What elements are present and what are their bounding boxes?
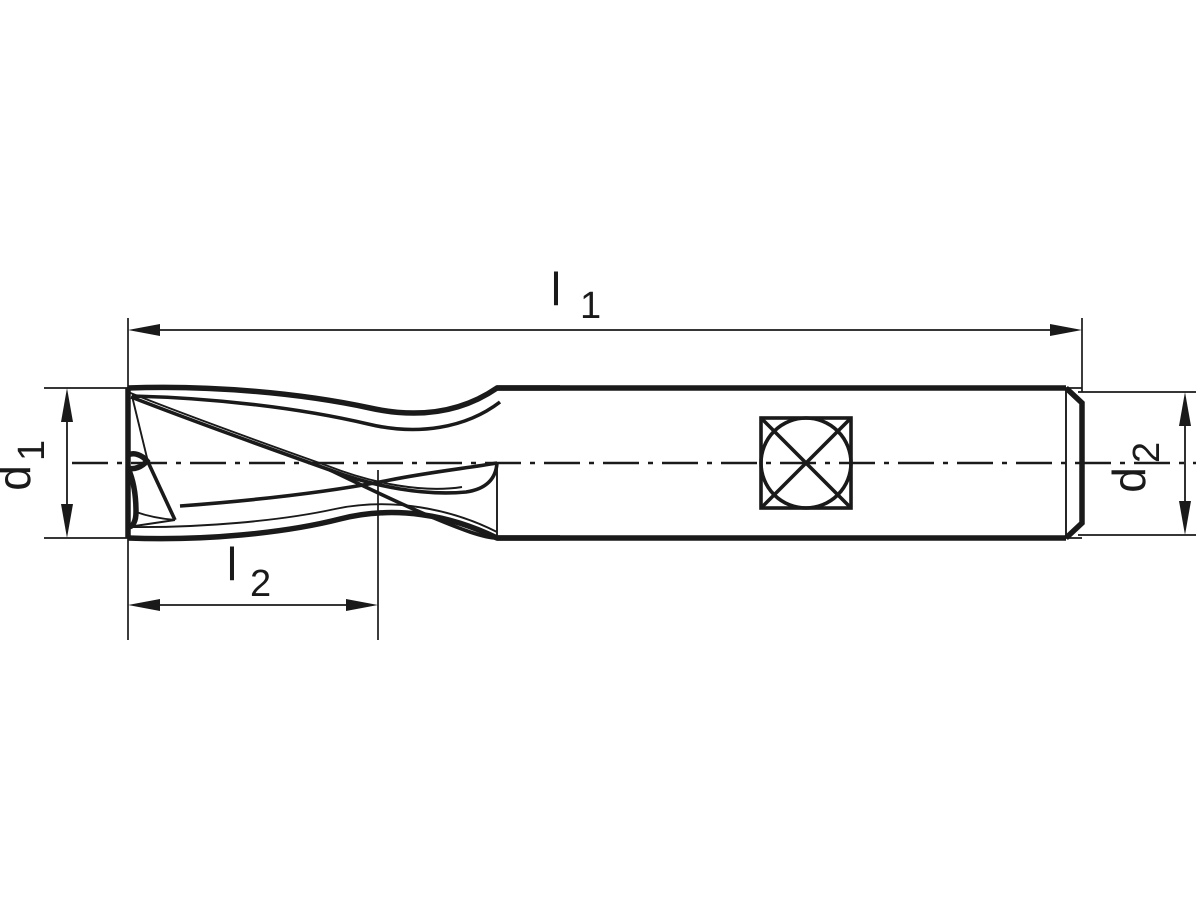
dimension-label-d2-symbol: d	[1103, 467, 1155, 493]
dimension-label-d1-subscript: 1	[11, 440, 53, 461]
end-face-lower-relief-link	[135, 511, 176, 521]
arrowhead-l1-right	[1050, 324, 1082, 336]
dimension-label-l2-subscript: 2	[250, 563, 271, 605]
dimension-d2: d 2	[1078, 391, 1196, 536]
flute-upper-gash-curve	[130, 395, 499, 495]
arrowhead-l1-left	[128, 324, 160, 336]
flute-upper-land-line	[369, 387, 498, 414]
flute-lower-helix-line	[179, 461, 498, 508]
flute-lower-trailing-edge	[329, 468, 498, 540]
arrowhead-d1-bottom	[61, 504, 73, 538]
end-face-center-facet	[146, 461, 177, 521]
flute-lower-outer-profile	[127, 509, 560, 542]
arrowhead-l2-left	[128, 599, 160, 611]
dimension-d1: d 1	[0, 387, 133, 539]
end-face-lower-facet	[127, 519, 176, 528]
shank-end-face-lines	[1066, 387, 1082, 539]
arrowhead-d2-top	[1179, 392, 1191, 426]
dimension-label-d1-symbol: d	[0, 465, 40, 491]
dimension-l2: l 2	[128, 470, 379, 640]
dimension-label-l1-symbol: l	[551, 263, 561, 315]
arrowhead-l2-right	[346, 599, 378, 611]
arrowhead-d2-bottom	[1179, 501, 1191, 535]
dimension-label-l2-symbol: l	[227, 538, 237, 590]
end-face-upper-facet	[131, 395, 149, 463]
dimension-label-l1-subscript: 1	[580, 285, 601, 327]
end-face-center-notch	[126, 451, 151, 472]
arrowhead-d1-top	[61, 388, 73, 422]
dimension-label-d2-subscript: 2	[1126, 442, 1168, 463]
flute-upper-helix-line	[131, 394, 502, 432]
flute-lower-gash-curve	[127, 503, 498, 533]
